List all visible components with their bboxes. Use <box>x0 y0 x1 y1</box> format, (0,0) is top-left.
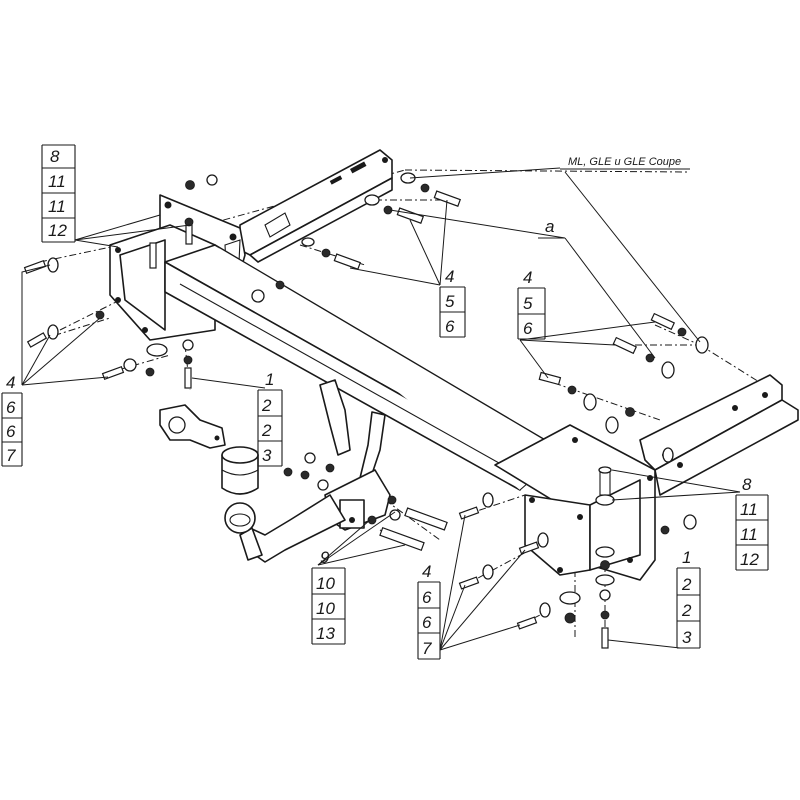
table-left-mid-row-0: 4 <box>6 373 15 392</box>
table-right-top-row-2: 6 <box>523 319 533 338</box>
table-right-bolt-row-3: 3 <box>682 628 692 647</box>
table-center-top-row-2: 6 <box>445 317 455 336</box>
variant-note-text: ML, GLE и GLE Coupe <box>568 156 681 168</box>
table-left-mid-row-2: 6 <box>6 422 16 441</box>
table-right-bolt-row-1: 2 <box>681 575 692 594</box>
table-top-left-row-1: 11 <box>48 172 66 191</box>
table-right-top: 4 5 6 <box>517 268 546 340</box>
table-bottom-center-row-3: 7 <box>422 639 432 658</box>
table-left-mid-row-3: 7 <box>6 446 16 465</box>
table-center-pin-row-2: 10 <box>316 599 335 618</box>
table-center-top-row-1: 5 <box>445 292 455 311</box>
table-left-mid-row-1: 6 <box>6 398 16 417</box>
table-right-bracket-row-1: 11 <box>740 500 758 519</box>
socket-bracket <box>159 404 226 449</box>
table-top-left-row-2: 11 <box>48 197 66 216</box>
table-top-left-row-3: 12 <box>48 221 67 240</box>
table-right-bracket-row-2: 11 <box>740 525 758 544</box>
table-center-pin-row-0: 9 <box>320 548 330 567</box>
detail-a-callout: a <box>538 217 565 239</box>
left-side-bracket-arm <box>239 149 393 263</box>
table-left-bolt-row-3: 3 <box>262 446 272 465</box>
table-center-top-row-0: 4 <box>445 267 454 286</box>
right-side-bracket-arm <box>639 374 799 496</box>
table-bottom-center-row-1: 6 <box>422 588 432 607</box>
tow-ball-arm <box>224 494 346 563</box>
table-left-bolt: 1 2 2 3 <box>257 370 283 467</box>
table-bottom-center: 4 6 6 7 <box>417 562 441 660</box>
table-right-bracket-row-0: 8 <box>742 475 752 494</box>
table-left-bolt-row-0: 1 <box>265 370 274 389</box>
table-right-top-row-0: 4 <box>523 268 532 287</box>
table-center-pin: 9 10 10 13 <box>311 548 346 645</box>
table-right-top-row-1: 5 <box>523 294 533 313</box>
table-center-top: 4 5 6 <box>439 267 466 338</box>
table-left-mid: 4 6 6 7 <box>1 373 23 467</box>
ball-cover <box>221 446 259 495</box>
table-top-left: 8 11 11 12 <box>41 144 76 243</box>
leader-lines <box>21 167 741 651</box>
table-left-bolt-row-2: 2 <box>261 421 272 440</box>
table-right-bolt: 1 2 2 3 <box>676 548 701 649</box>
table-right-bracket-row-3: 12 <box>740 550 759 569</box>
table-top-left-row-0: 8 <box>50 147 60 166</box>
fasteners <box>23 172 709 649</box>
table-center-pin-row-1: 10 <box>316 574 335 593</box>
table-right-bracket: 8 11 11 12 <box>735 475 769 571</box>
table-left-bolt-row-1: 2 <box>261 396 272 415</box>
detail-a-text: a <box>545 217 554 236</box>
table-center-pin-row-3: 13 <box>316 624 335 643</box>
variant-note-callout: ML, GLE и GLE Coupe <box>560 156 690 170</box>
table-bottom-center-row-0: 4 <box>422 562 431 581</box>
table-right-bolt-row-0: 1 <box>682 548 691 567</box>
table-bottom-center-row-2: 6 <box>422 613 432 632</box>
table-right-bolt-row-2: 2 <box>681 601 692 620</box>
